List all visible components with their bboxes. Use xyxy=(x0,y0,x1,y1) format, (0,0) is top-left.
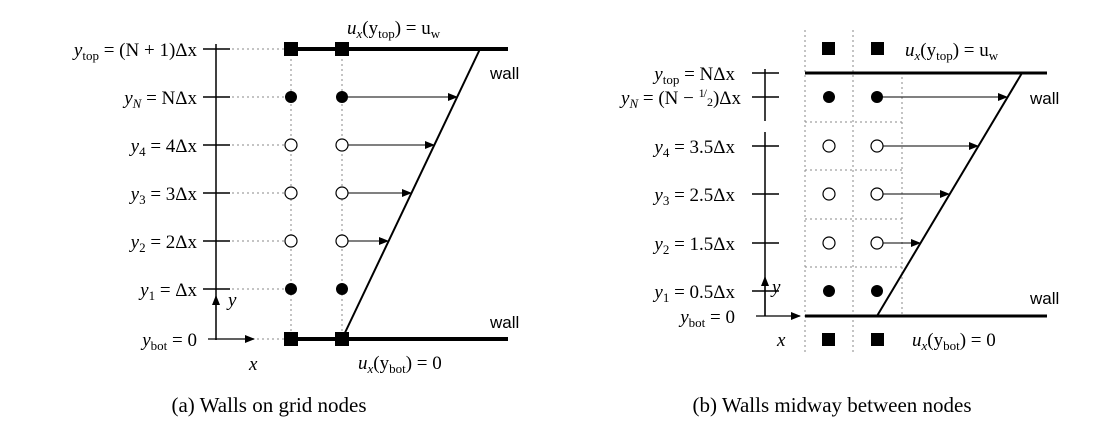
panel-a-label-y2: y2 = 2Δx xyxy=(129,232,198,255)
panel-a-axis-y-label: y xyxy=(226,290,237,311)
panel-b-bc-bot: ux(ybot) = 0 xyxy=(912,330,996,353)
panel-b-axis-y-label: y xyxy=(770,277,781,298)
panel-b-wall-bot-label: wall xyxy=(1029,289,1059,308)
panel-b-wall-top-label: wall xyxy=(1029,89,1059,108)
panel-b-label-yn: yN = (N − 1/2)Δx xyxy=(619,86,741,111)
panel-a-velocity-arrows xyxy=(348,93,458,245)
panel-b-grid xyxy=(804,30,903,355)
panel-b-caption: (b) Walls midway between nodes xyxy=(692,393,971,417)
bulk-node xyxy=(822,187,836,201)
boundary-node xyxy=(871,91,883,103)
boundary-node xyxy=(823,285,835,297)
panel-a-grid-horizontal xyxy=(232,48,291,340)
panel-a-wall-nodes xyxy=(284,42,349,346)
ghost-node xyxy=(822,42,835,55)
panel-a-bulk-nodes xyxy=(284,138,349,248)
bulk-node xyxy=(870,236,884,250)
bulk-node xyxy=(822,139,836,153)
panel-a: ytop = (N + 1)Δx yN = NΔx y4 = 4Δx y3 = … xyxy=(72,18,519,417)
panel-a-wall-top-label: wall xyxy=(489,64,519,83)
panel-a-label-yn: yN = NΔx xyxy=(122,88,197,111)
ghost-node xyxy=(871,333,884,346)
panel-a-wall-bot-label: wall xyxy=(489,313,519,332)
boundary-node xyxy=(285,91,297,103)
wall-node xyxy=(335,332,349,346)
bulk-node xyxy=(822,236,836,250)
panel-a-boundary-nodes xyxy=(285,91,348,295)
panel-b-label-y2: y2 = 1.5Δx xyxy=(652,234,735,257)
panel-b-bulk-nodes xyxy=(822,139,884,250)
panel-a-label-y4: y4 = 4Δx xyxy=(129,136,198,159)
boundary-node xyxy=(336,283,348,295)
bulk-node xyxy=(284,186,298,200)
panel-b: ytop = NΔx yN = (N − 1/2)Δx y4 = 3.5Δx y… xyxy=(619,30,1059,417)
panel-a-label-y1: y1 = Δx xyxy=(138,280,197,303)
panel-b-label-y1: y1 = 0.5Δx xyxy=(652,282,735,305)
panel-b-axis-x-label: x xyxy=(776,330,786,351)
panel-a-label-ytop: ytop = (N + 1)Δx xyxy=(72,40,198,63)
panel-a-bc-bot: ux(ybot) = 0 xyxy=(358,353,442,376)
bulk-node xyxy=(335,186,349,200)
panel-b-boundary-nodes xyxy=(823,91,883,297)
panel-a-caption: (a) Walls on grid nodes xyxy=(171,393,366,417)
bulk-node xyxy=(870,139,884,153)
wall-node xyxy=(335,42,349,56)
panel-a-bc-top: ux(ytop) = uw xyxy=(347,18,441,41)
ghost-node xyxy=(871,42,884,55)
boundary-node xyxy=(336,91,348,103)
boundary-node xyxy=(285,283,297,295)
bulk-node xyxy=(284,138,298,152)
panel-b-bc-top: ux(ytop) = uw xyxy=(905,40,999,63)
panel-a-grid-vertical xyxy=(290,49,343,339)
panel-a-axis-x-label: x xyxy=(248,354,258,375)
panel-a-velocity-profile xyxy=(341,48,481,340)
wall-node xyxy=(284,332,298,346)
boundary-node xyxy=(871,285,883,297)
wall-node xyxy=(284,42,298,56)
bulk-node xyxy=(870,187,884,201)
panel-b-label-ytop: ytop = NΔx xyxy=(652,64,735,87)
panel-a-y-ticks xyxy=(203,48,230,290)
panel-b-label-ybot: ybot = 0 xyxy=(678,307,735,330)
bulk-node xyxy=(335,138,349,152)
panel-b-label-y4: y4 = 3.5Δx xyxy=(652,137,735,160)
panel-b-ghost-nodes xyxy=(822,42,884,346)
panel-a-label-ybot: ybot = 0 xyxy=(140,330,197,353)
bulk-node xyxy=(335,234,349,248)
bulk-node xyxy=(284,234,298,248)
panel-a-label-y3: y3 = 3Δx xyxy=(129,184,198,207)
panel-b-velocity-arrows xyxy=(883,93,1008,247)
boundary-node xyxy=(823,91,835,103)
ghost-node xyxy=(822,333,835,346)
panel-b-label-y3: y3 = 2.5Δx xyxy=(652,185,735,208)
